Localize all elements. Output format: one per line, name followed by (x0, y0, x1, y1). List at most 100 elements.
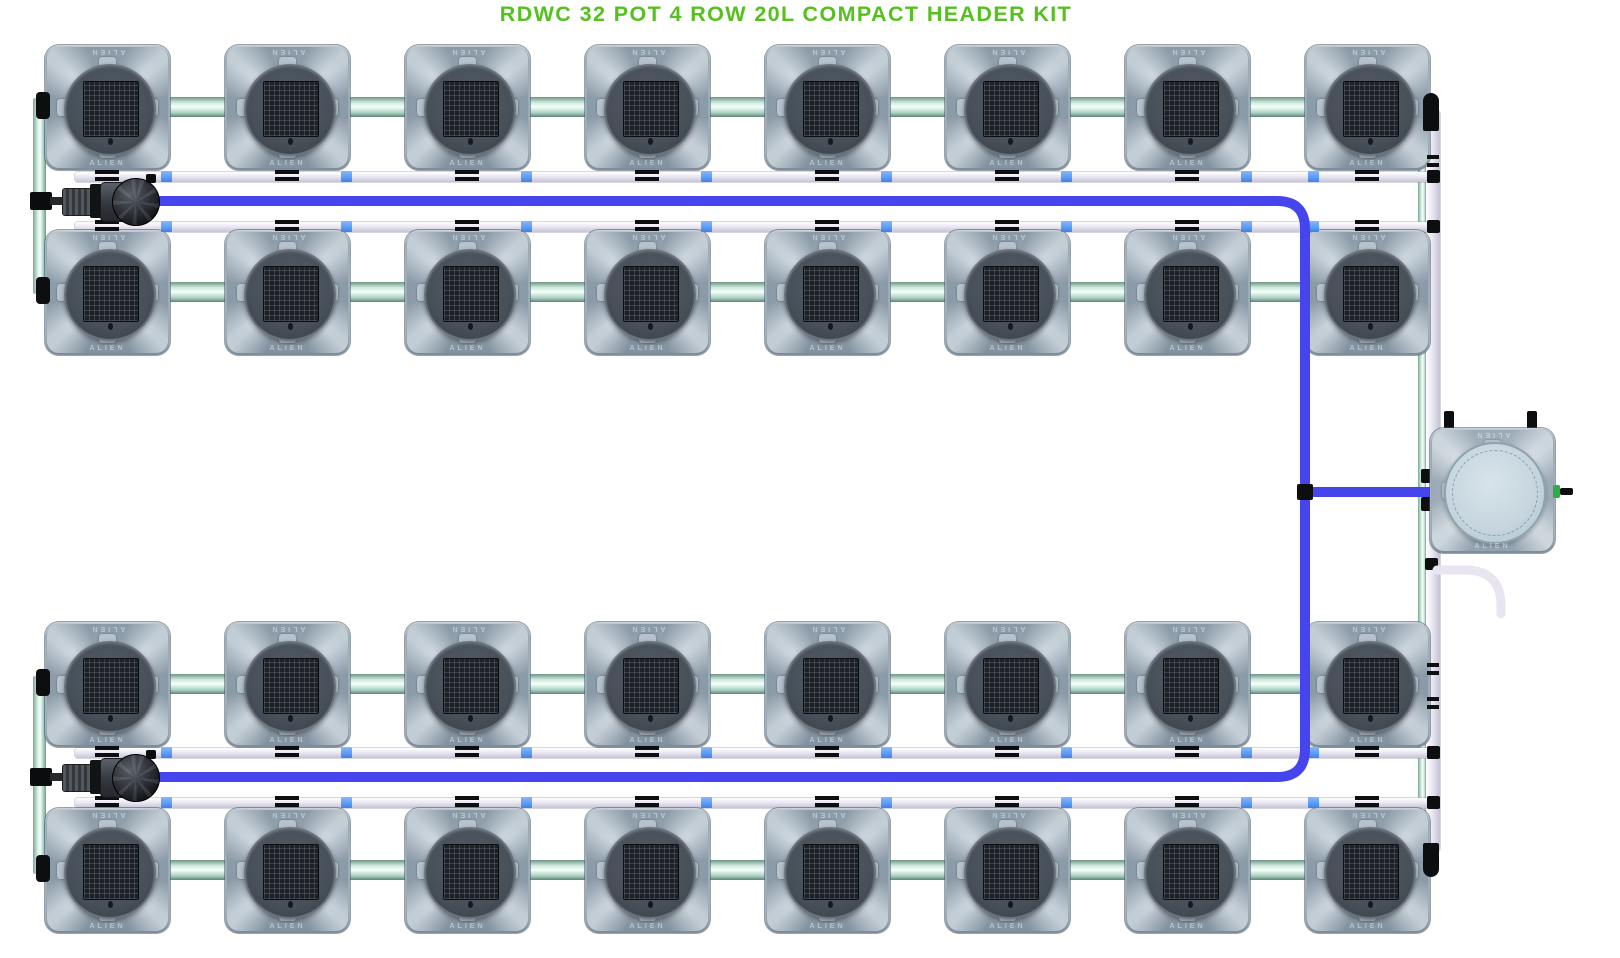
pot-brand-label: ALIEN (629, 923, 666, 930)
link-pipe (875, 674, 960, 694)
net-pot-mesh (622, 265, 679, 322)
pump-collar (90, 760, 102, 794)
pot-outlet-fitting (1175, 170, 1199, 174)
pot-outlet-fitting (1355, 227, 1379, 231)
pump-body (100, 182, 142, 222)
pot-face (227, 47, 348, 168)
pot-tab (597, 862, 607, 879)
pot-face (587, 232, 708, 353)
pump-shaft (50, 197, 64, 205)
pot-outlet-fitting (95, 177, 119, 181)
pot-brand-label: ALIEN (1169, 811, 1206, 818)
pot-outlet-fitting (95, 746, 119, 750)
pot-drain-dot (287, 714, 293, 722)
pot-outlet-fitting (1355, 803, 1379, 807)
pot-tab (459, 820, 476, 830)
pot-outlet-fitting (1175, 796, 1199, 800)
link-pipe (335, 674, 420, 694)
pipe-coupler (701, 747, 712, 758)
pot-drain-dot (107, 322, 113, 330)
pot-tab (1137, 284, 1147, 301)
pot-tab (597, 99, 607, 116)
pot-tab (57, 284, 67, 301)
pot-face (767, 810, 888, 931)
pipe-coupler (1308, 171, 1319, 182)
pot-tab (237, 99, 247, 116)
pot-outlet-fitting (995, 746, 1019, 750)
net-pot-mesh (442, 80, 499, 137)
pot-tab (999, 333, 1016, 343)
pot-tab (868, 99, 878, 116)
pot-lid (423, 640, 516, 733)
link-pipe (1235, 674, 1320, 694)
pot-tab (1137, 99, 1147, 116)
pot-tab (99, 634, 116, 644)
pump-inlet-fitting (30, 768, 52, 786)
pot-brand-label: ALIEN (1169, 345, 1206, 352)
pot-outlet-fitting (95, 227, 119, 231)
pot-brand-label: ALIEN (89, 345, 126, 352)
right-link-pipe (1418, 100, 1427, 856)
pot-drain-dot (1367, 137, 1373, 145)
pot-face (587, 624, 708, 745)
pot-outlet-fitting (455, 796, 479, 800)
pot-outlet-fitting (1175, 746, 1199, 750)
pot-tab (459, 148, 476, 158)
left-elbow-fitting (36, 669, 50, 696)
left-link-pipe-top (33, 98, 46, 294)
pot-brand-label: ALIEN (449, 811, 486, 818)
pot-tab (1408, 99, 1418, 116)
pot-outlet-fitting (1355, 220, 1379, 224)
pot-drain-dot (827, 714, 833, 722)
pot-face (587, 810, 708, 931)
pot-tab (279, 634, 296, 644)
net-pot-mesh (442, 657, 499, 714)
pot-tab (639, 242, 656, 252)
net-pot-mesh (262, 657, 319, 714)
pump-collar (90, 184, 102, 218)
pipe-coupler (701, 797, 712, 808)
pot-face (1127, 47, 1248, 168)
pot-tab (57, 676, 67, 693)
pipe-coupler (1061, 747, 1072, 758)
pipe-coupler (521, 747, 532, 758)
pot-tab (688, 676, 698, 693)
pot-tab (459, 725, 476, 735)
pot-brand-label: ALIEN (989, 811, 1026, 818)
pot-outlet-fitting (1355, 746, 1379, 750)
pipe-coupler (341, 747, 352, 758)
pot-face (227, 232, 348, 353)
pot-tab (777, 862, 787, 879)
pot-drain-dot (467, 137, 473, 145)
pot-outlet-fitting (455, 220, 479, 224)
pipe-coupler (1241, 221, 1252, 232)
net-pot-mesh (982, 657, 1039, 714)
link-pipe (1055, 674, 1140, 694)
pot-drain-dot (287, 137, 293, 145)
pot-outlet-fitting (635, 803, 659, 807)
pot-brand-label: ALIEN (1349, 48, 1386, 55)
pot-tab (999, 148, 1016, 158)
pot-lid (603, 640, 696, 733)
pot-tab (328, 99, 338, 116)
pot-lid (63, 63, 156, 156)
pot-tab (1179, 820, 1196, 830)
pot-tab (1317, 676, 1327, 693)
pot-tab (957, 284, 967, 301)
pot-tab (1179, 911, 1196, 921)
pot-tab (957, 676, 967, 693)
pot-brand-label: ALIEN (629, 811, 666, 818)
pot-tab (417, 99, 427, 116)
pot-tab (639, 820, 656, 830)
pot-brand-label: ALIEN (989, 923, 1026, 930)
pump-valve (62, 764, 94, 792)
pot-tab (57, 862, 67, 879)
pot-outlet-fitting (995, 753, 1019, 757)
